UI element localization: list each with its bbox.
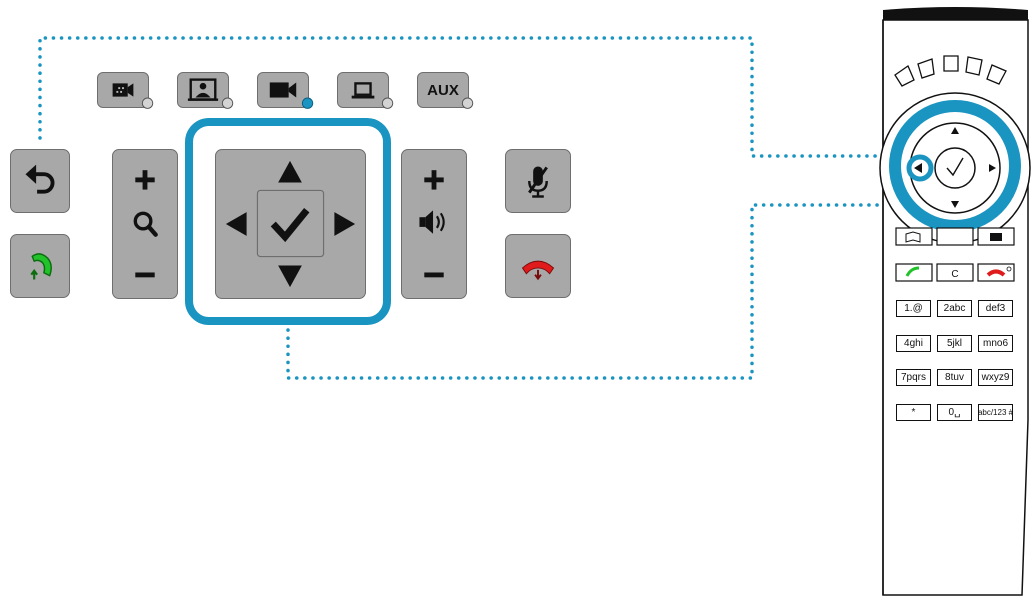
source-laptop-button[interactable] [337,72,394,109]
minus-icon [135,272,155,278]
arrow-down-icon [278,265,302,288]
key-4[interactable]: 4ghi [896,335,931,352]
source-presenter-camera-button[interactable] [97,72,154,109]
speaker-icon [419,210,445,234]
key-star[interactable]: * [896,404,931,421]
ok-button[interactable] [256,189,325,258]
mute-button[interactable] [505,149,571,213]
key-5[interactable]: 5jkl [937,335,972,352]
connector-line-back [38,36,907,158]
magnifier-icon [133,211,158,237]
zoom-icons [133,170,158,278]
active-indicator-dot [301,97,314,109]
remote-body: C [879,7,1031,596]
key-6[interactable]: mno6 [978,335,1013,352]
aux-indicator [461,97,474,109]
remote-control: C 1.@ 2abc def3 4ghi 5jkl mno6 7pqrs 8tu… [872,0,1032,600]
plus-icon [135,170,155,190]
key-8[interactable]: 8tuv [937,369,972,386]
end-call-button[interactable] [505,234,571,298]
arrow-right-icon [334,212,356,236]
back-button[interactable] [10,149,70,213]
key-9[interactable]: wxyz9 [978,369,1013,386]
connector-line-nav [286,203,907,380]
minus-icon [424,272,444,278]
key-0[interactable]: 0␣ [937,404,972,421]
end-call-icon [521,260,555,281]
call-keys: C [895,263,1015,282]
arrow-left-icon [225,212,247,236]
function-keys [895,227,1015,246]
key-7[interactable]: 7pqrs [896,369,931,386]
nav-pad-icons [225,160,356,288]
plus-icon [424,170,444,190]
back-arrow-icon [25,164,55,194]
navigation-pad[interactable] [215,149,366,299]
person-portrait-icon [187,78,234,109]
aux-label: AUX [427,81,459,99]
source-camera-button[interactable] [257,72,314,109]
microphone-muted-icon [528,166,548,198]
presenter-camera-icon [112,83,154,109]
answer-call-icon [30,253,52,280]
checkmark-icon [270,208,310,243]
zoom-control[interactable] [112,149,178,299]
key-1[interactable]: 1.@ [896,300,931,317]
answer-call-button[interactable] [10,234,70,298]
source-aux-button[interactable]: AUX [417,72,474,109]
arrow-up-icon [278,160,302,183]
video-camera-icon [269,82,314,109]
source-person-button[interactable] [177,72,234,109]
volume-control[interactable] [401,149,467,299]
clear-key-label: C [951,269,958,280]
key-3[interactable]: def3 [978,300,1013,317]
nav-ring-highlight [889,100,1021,232]
soft-keys [894,55,1007,87]
nav-highlight-frame [185,118,391,325]
laptop-icon [351,82,394,109]
volume-icons [419,170,445,278]
key-2[interactable]: 2abc [937,300,972,317]
key-hash[interactable]: abc/123 # [978,404,1013,421]
